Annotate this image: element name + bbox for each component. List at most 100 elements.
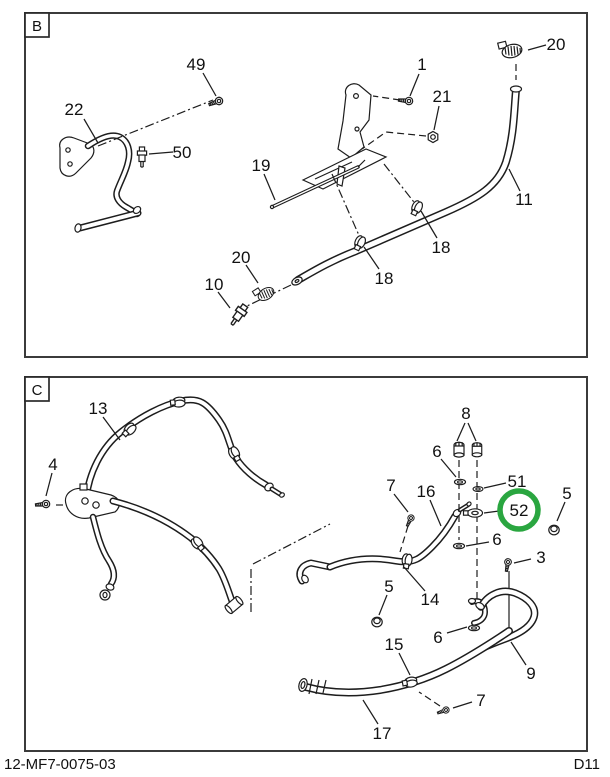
callout-17: 17	[373, 724, 392, 743]
callout-leader	[440, 458, 457, 478]
fitting-50-part	[136, 146, 148, 168]
assembly-line	[418, 691, 441, 707]
callout-1: 1	[417, 55, 426, 74]
hose-11-part	[291, 85, 523, 286]
assembly-line	[372, 95, 401, 101]
callout-5: 5	[384, 577, 393, 596]
callout-leader	[446, 626, 468, 634]
callout-leader	[378, 594, 388, 616]
callout-15: 15	[385, 635, 404, 654]
nut-5-part	[371, 616, 383, 628]
callout-50: 50	[173, 143, 192, 162]
panel-c-illustration	[34, 396, 560, 717]
callout-leader	[363, 246, 380, 270]
callout-leader	[483, 510, 500, 514]
callout-leader	[403, 566, 426, 592]
highlight-circle	[497, 488, 541, 532]
callout-4: 4	[48, 455, 57, 474]
callout-21: 21	[433, 87, 452, 106]
hose-17-part	[298, 627, 513, 697]
tube-assembly-22	[59, 99, 214, 233]
assembly-line	[399, 525, 409, 553]
callout-8: 8	[461, 404, 470, 423]
callout-leader	[510, 641, 527, 666]
callout-20: 20	[232, 248, 251, 267]
callout-18: 18	[432, 238, 451, 257]
callout-49: 49	[187, 55, 206, 74]
callout-20: 20	[547, 35, 566, 54]
panel-C-label-box	[24, 376, 50, 402]
callout-leader	[398, 652, 411, 676]
callout-leader	[420, 210, 438, 239]
panel-C-label: C	[32, 382, 43, 399]
nut-21-part	[427, 130, 439, 144]
callout-leader	[83, 118, 99, 144]
callout-11: 11	[515, 190, 533, 209]
callout-6: 6	[492, 530, 501, 549]
assembly-line	[361, 131, 427, 150]
hose-harness-13	[64, 396, 331, 615]
callout-leader	[45, 472, 53, 497]
bolt-4-part	[34, 499, 51, 510]
callout-6: 6	[432, 442, 441, 461]
callout-52: 52	[510, 501, 529, 520]
fitting-10-part	[227, 301, 251, 329]
callout-19: 19	[252, 156, 271, 175]
callout-18: 18	[375, 269, 394, 288]
callout-leader	[393, 493, 409, 513]
callout-51: 51	[508, 472, 527, 491]
callout-3: 3	[536, 548, 545, 567]
callout-14: 14	[421, 590, 440, 609]
panel-C: C 13 4 8 6 51 52 5 16 7 6 3 5 14 15 6 9 7 17	[24, 376, 588, 752]
callout-leader	[429, 499, 442, 527]
callout-22: 22	[65, 100, 84, 119]
callout-leader	[433, 105, 440, 131]
projection-line	[383, 163, 418, 207]
callout-leader	[456, 422, 466, 442]
screw-7-part	[403, 513, 416, 528]
callout-leader	[508, 168, 521, 192]
callout-leader	[452, 701, 473, 709]
callout-7: 7	[476, 691, 485, 710]
document-number: 12-MF7-0075-03	[4, 756, 116, 773]
callout-leader	[465, 541, 490, 547]
clamp-18-part	[408, 198, 425, 218]
callout-10: 10	[205, 275, 224, 294]
callout-leader	[483, 482, 507, 489]
panel-B-label-box	[24, 12, 50, 38]
projection-line	[331, 173, 362, 241]
hose-clamp-20-part	[497, 40, 524, 61]
callout-overlay: B49225019121201118182010C134865152516763…	[24, 12, 588, 752]
panel-B-border	[24, 12, 588, 358]
callout-leader	[148, 151, 174, 155]
bolt-1-part	[397, 95, 414, 106]
callout-7: 7	[386, 476, 395, 495]
screw-7-part	[436, 705, 451, 717]
nut-5-part	[548, 524, 560, 536]
callout-leader	[217, 291, 231, 309]
callout-9: 9	[526, 664, 535, 683]
callout-13: 13	[89, 399, 108, 418]
bolt-49-part	[207, 95, 225, 109]
callout-leader	[467, 422, 477, 442]
panel-C-border	[24, 376, 588, 752]
clamp-14-part	[400, 552, 414, 570]
rod-19-part	[269, 159, 366, 210]
callout-leader	[513, 558, 532, 564]
callout-leader	[527, 44, 547, 51]
callout-leader	[245, 264, 259, 284]
callout-leader	[556, 501, 566, 522]
callout-leader	[102, 416, 121, 441]
fastener-stack	[452, 441, 488, 632]
callout-16: 16	[417, 482, 436, 501]
callout-leader	[263, 173, 276, 201]
hose-16-part	[296, 501, 472, 585]
callout-6: 6	[433, 628, 442, 647]
callout-leader	[362, 699, 379, 725]
callout-5: 5	[562, 484, 571, 503]
bolt-3-part	[502, 557, 513, 573]
page-code: D11	[573, 756, 600, 773]
